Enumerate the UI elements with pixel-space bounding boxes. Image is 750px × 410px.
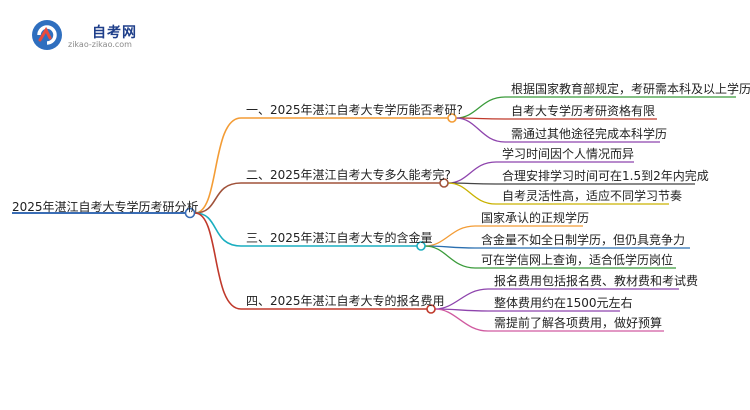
branch-4-node	[426, 304, 436, 314]
branch-3-child-3: 可在学信网上查询，适合低学历岗位	[481, 253, 674, 267]
branch-4-child-1: 报名费用包括报名费、教材费和考试费	[494, 274, 699, 288]
branch-2-child-2: 合理安排学习时间可在1.5到2年内完成	[502, 169, 709, 183]
site-logo[interactable]: 自考网 zikao-zikao.com	[30, 18, 170, 52]
branch-2-child-1: 学习时间因个人情况而异	[502, 147, 635, 161]
branch-3-label: 三、2025年湛江自考大专的含金量	[246, 231, 433, 245]
branch-4-child-3-connector	[434, 308, 489, 332]
branch-2-node	[439, 178, 449, 188]
branch-1-child-1: 根据国家教育部规定，考研需本科及以上学历	[511, 82, 750, 96]
root-topic: 2025年湛江自考大专学历考研分析	[12, 200, 199, 214]
branch-1-child-2: 自考大专学历考研资格有限	[511, 104, 656, 118]
zikao-logo-icon	[32, 20, 62, 50]
branch-4-label: 四、2025年湛江自考大专的报名费用	[246, 294, 445, 308]
branch-4-child-2: 整体费用约在1500元左右	[494, 296, 633, 310]
branch-3-child-1: 国家承认的正规学历	[481, 211, 590, 225]
branch-3-child-2: 含金量不如全日制学历，但仍具竞争力	[481, 233, 686, 247]
branch-2-label: 二、2025年湛江自考大专多久能考完?	[246, 168, 451, 182]
logo-url: zikao-zikao.com	[68, 40, 132, 49]
branch-2-connector	[194, 182, 242, 214]
branch-2-child-1-connector	[447, 161, 497, 184]
branch-4-connector	[194, 212, 242, 310]
branch-4-child-3: 需提前了解各项费用，做好预算	[494, 316, 663, 330]
branch-1-child-3: 需通过其他途径完成本科学历	[511, 127, 668, 141]
root-node	[184, 207, 196, 219]
branch-1-connector	[194, 117, 242, 214]
branch-1-child-3-connector	[455, 117, 506, 143]
branch-1-child-1-connector	[455, 96, 506, 119]
branch-1-label: 一、2025年湛江自考大专学历能否考研?	[246, 103, 463, 117]
branch-3-node	[416, 241, 426, 251]
branch-3-child-3-connector	[424, 245, 476, 269]
branch-1-node	[447, 113, 457, 123]
branch-3-connector	[194, 212, 242, 247]
branch-2-child-3: 自考灵活性高，适应不同学习节奏	[502, 189, 683, 203]
branch-2-child-3-connector	[447, 182, 497, 205]
logo-name: 自考网	[92, 25, 137, 41]
